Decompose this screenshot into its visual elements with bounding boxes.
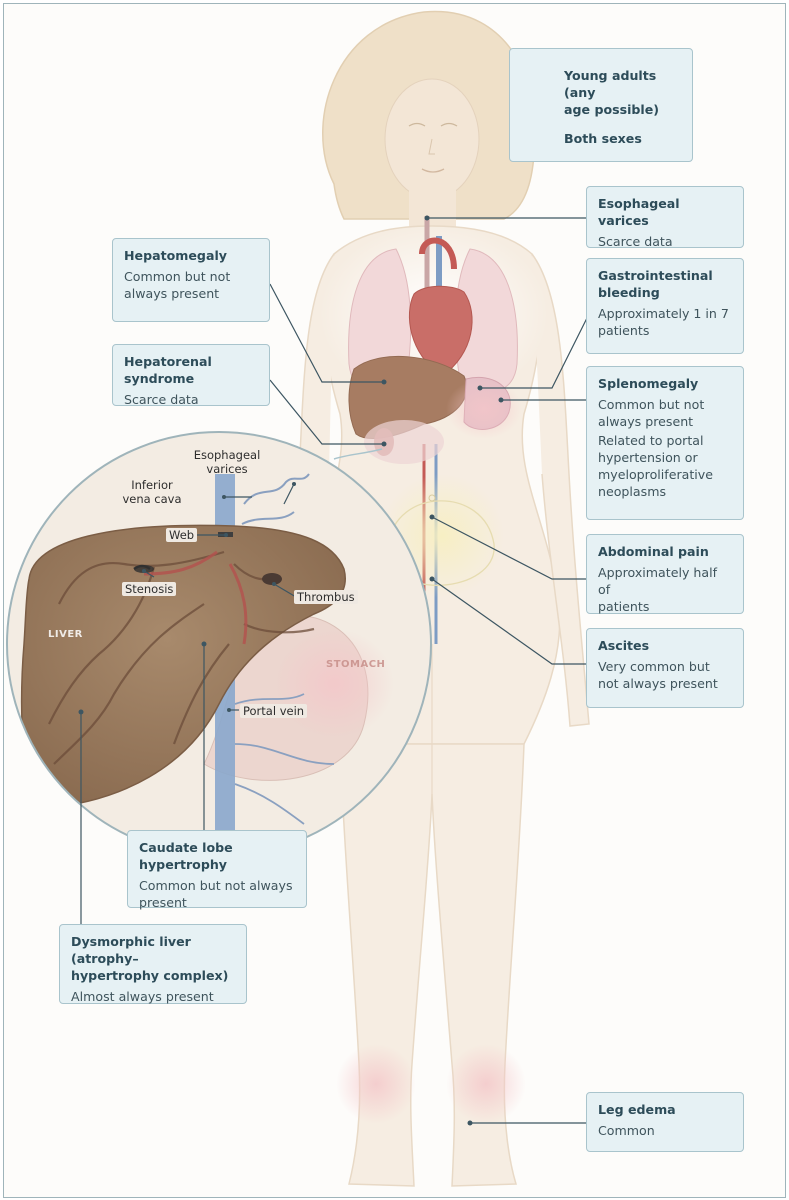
callout-title: Dysmorphic liver (atrophy– hypertrophy c… bbox=[71, 934, 229, 983]
callout-detail: Common but not always present bbox=[139, 878, 293, 910]
organs bbox=[319, 216, 549, 644]
callout-hepatomegaly: Hepatomegaly Common but not always prese… bbox=[112, 238, 270, 322]
callout-hepatorenal-syndrome: Hepatorenal syndrome Scarce data bbox=[112, 344, 270, 407]
callout-splenomegaly: Splenomegaly Common but not always prese… bbox=[586, 366, 744, 520]
callout-title: Young adults (any age possible) bbox=[564, 68, 660, 117]
callout-detail: Common but not always present bbox=[598, 397, 705, 429]
diagram-frame: Esophageal varices Inferior vena cava We… bbox=[3, 3, 786, 1198]
callout-abdominal-pain: Abdominal pain Approximately half of pat… bbox=[586, 534, 744, 614]
label-liver: LIVER bbox=[48, 629, 83, 640]
callout-detail-secondary: Related to portal hypertension or myelop… bbox=[598, 433, 713, 499]
leader-lines bbox=[80, 217, 595, 1124]
callout-detail: Both sexes bbox=[564, 131, 642, 146]
callout-detail: Approximately half of patients bbox=[598, 565, 718, 614]
callout-leg-edema: Leg edema Common bbox=[586, 1092, 744, 1152]
callout-title: Abdominal pain bbox=[598, 544, 709, 559]
callout-esophageal-varices: Esophageal varices Scarce data bbox=[586, 186, 744, 249]
callout-detail: Almost always present bbox=[71, 989, 214, 1004]
callout-title: Hepatomegaly bbox=[124, 248, 227, 263]
callout-dysmorphic-liver: Dysmorphic liver (atrophy– hypertrophy c… bbox=[59, 924, 247, 1004]
leader-dots bbox=[78, 215, 504, 1126]
callout-detail: Common but not always present bbox=[124, 269, 231, 301]
callout-gi-bleeding: Gastrointestinal bleeding Approximately … bbox=[586, 258, 744, 354]
callout-title: Leg edema bbox=[598, 1102, 676, 1117]
callout-title: Ascites bbox=[598, 638, 650, 653]
callout-title: Gastrointestinal bleeding bbox=[598, 268, 713, 300]
callout-title: Esophageal varices bbox=[598, 196, 680, 228]
callout-title: Caudate lobe hypertrophy bbox=[139, 840, 233, 872]
label-web: Web bbox=[166, 528, 198, 542]
illustration bbox=[6, 10, 595, 1187]
callout-detail: Scarce data bbox=[124, 392, 199, 407]
label-esophageal-varices: Esophageal varices bbox=[193, 448, 261, 476]
label-stenosis: Stenosis bbox=[122, 582, 177, 596]
callout-title: Hepatorenal syndrome bbox=[124, 354, 212, 386]
label-thrombus: Thrombus bbox=[294, 590, 358, 604]
callout-title: Splenomegaly bbox=[598, 376, 699, 391]
callout-caudate-lobe-hypertrophy: Caudate lobe hypertrophy Common but not … bbox=[127, 830, 307, 910]
callout-demographics: Young adults (any age possible) Both sex… bbox=[509, 48, 693, 162]
callout-detail: Very common but not always present bbox=[598, 659, 718, 691]
callout-detail: Scarce data bbox=[598, 234, 673, 249]
callout-detail: Approximately 1 in 7 patients bbox=[598, 306, 729, 338]
inset-magnifier bbox=[6, 431, 432, 857]
callout-detail: Common bbox=[598, 1123, 655, 1138]
label-stomach: STOMACH bbox=[326, 659, 386, 670]
callout-ascites: Ascites Very common but not always prese… bbox=[586, 628, 744, 708]
label-inferior-vena-cava: Inferior vena cava bbox=[122, 478, 182, 506]
label-portal-vein: Portal vein bbox=[240, 704, 308, 718]
